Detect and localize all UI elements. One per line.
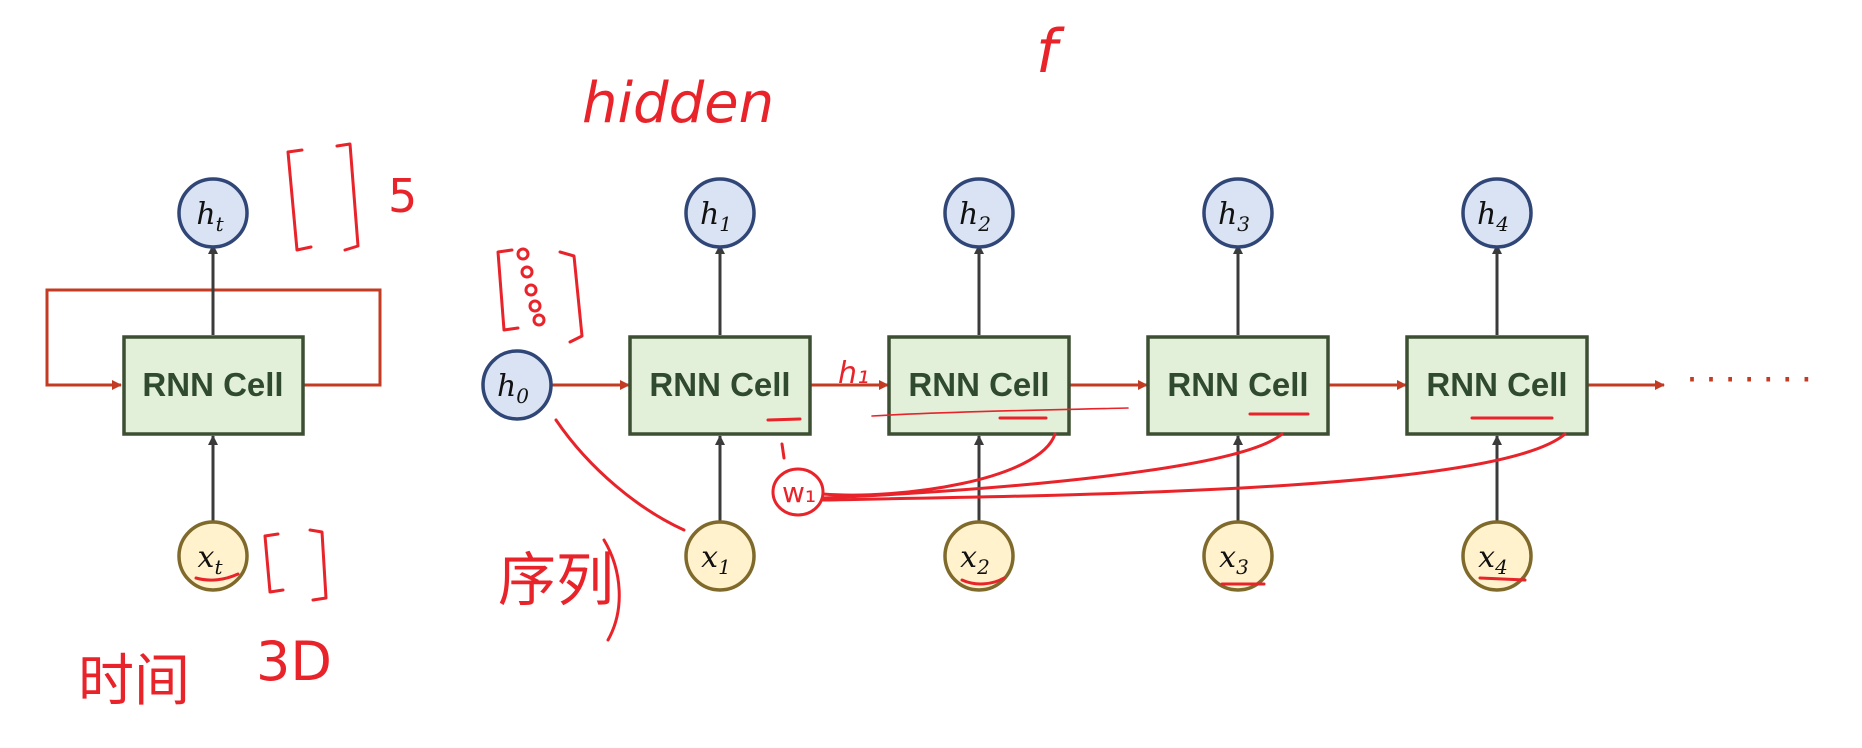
- vector-element-4: [528, 299, 542, 313]
- vector-element-3: [524, 283, 538, 297]
- hidden-node-h2: [943, 177, 1015, 249]
- h3-base: h: [1218, 197, 1237, 232]
- vector-bracket-xt: [263, 528, 328, 602]
- x4-label: x4: [1478, 540, 1508, 579]
- h1-arrow-annotation: h₁: [838, 356, 869, 391]
- x2-base: x: [960, 540, 977, 575]
- x1-label: x1: [701, 540, 731, 579]
- three-d-annotation: 3D: [256, 630, 332, 693]
- hidden-var-base: h: [196, 197, 215, 232]
- input-node-x1: [684, 520, 756, 592]
- unrolled-step-4: RNN Cell h4 x4: [1405, 177, 1589, 592]
- rnn-cell-label-1: RNN Cell: [649, 366, 790, 403]
- x2-label: x2: [960, 540, 990, 579]
- timestep-annotation: 时间: [78, 649, 190, 714]
- w1-link-cell4: [821, 432, 1567, 502]
- rnn-cell-box-3: [1146, 335, 1330, 436]
- vector-element-2: [520, 265, 534, 279]
- five-annotation: 5: [388, 169, 417, 223]
- unrolled-step-1: RNN Cell h1 x1: [628, 177, 812, 592]
- h1-base: h: [700, 197, 719, 232]
- input-node-label: xt: [198, 540, 224, 579]
- x4-base: x: [1478, 540, 1495, 575]
- x1-base: x: [701, 540, 718, 575]
- hidden-node-ht: [177, 177, 249, 249]
- rnn-cell-label-3: RNN Cell: [1167, 366, 1308, 403]
- vector-element-1: [516, 247, 530, 261]
- w1-circle: [771, 467, 825, 517]
- h4-sub: 4: [1495, 212, 1509, 236]
- underline-xt: [194, 572, 240, 582]
- hidden-var-sub: t: [216, 212, 225, 236]
- hidden-node-h0: [481, 349, 553, 421]
- unrolled-step-2: RNN Cell h2 x2: [887, 177, 1071, 592]
- h0-label: h0: [497, 369, 529, 408]
- input-var-sub: t: [214, 555, 223, 579]
- underline-cell-1: [766, 417, 802, 422]
- rnn-cell-label-2: RNN Cell: [908, 366, 1049, 403]
- rnn-cell-label: RNN Cell: [142, 366, 283, 403]
- x3-sub: 3: [1236, 555, 1249, 579]
- x3-label: x3: [1219, 540, 1249, 579]
- h4-label: h4: [1477, 197, 1509, 236]
- w1-annotation: w₁: [782, 476, 816, 509]
- h3-sub: 3: [1237, 212, 1250, 236]
- vector-bracket-h0: [496, 248, 584, 344]
- hidden-annotation: hidden: [582, 71, 774, 136]
- input-node-x4: [1461, 520, 1533, 592]
- vector-element-5: [532, 313, 546, 327]
- unrolled-step-3: RNN Cell h3 x3: [1146, 177, 1330, 592]
- x3-base: x: [1219, 540, 1236, 575]
- rnn-cell-box: [122, 335, 305, 436]
- hidden-node-h4: [1461, 177, 1533, 249]
- input-node-xt: [177, 520, 249, 592]
- x4-sub: 4: [1494, 555, 1508, 579]
- h0-sub: 0: [516, 384, 529, 408]
- link-h0-x1: [554, 418, 686, 532]
- underline-x2: [960, 576, 1006, 586]
- f-annotation: f: [1036, 17, 1065, 87]
- handwritten-annotations: hidden f 5 时间 3D 序列: [78, 17, 1567, 714]
- unrolled-rnn: ······· h0 RNN Cell h1 x1 RNN Cell: [481, 177, 1816, 592]
- h2-base: h: [959, 197, 978, 232]
- hidden-node-h3: [1202, 177, 1274, 249]
- folded-rnn: RNN Cell ht xt: [45, 177, 382, 592]
- continuation-dots: ·······: [1683, 363, 1816, 398]
- input-node-x3: [1202, 520, 1274, 592]
- h3-label: h3: [1218, 197, 1250, 236]
- rnn-cell-label-4: RNN Cell: [1426, 366, 1567, 403]
- h1-sub: 1: [719, 212, 732, 236]
- h1-label: h1: [700, 197, 732, 236]
- h0-base: h: [497, 369, 516, 404]
- w1-link-cell3: [821, 432, 1284, 500]
- sequence-annotation: 序列: [498, 546, 614, 614]
- vector-bracket-ht: [286, 142, 360, 252]
- h2-label: h2: [959, 197, 991, 236]
- rnn-cell-box-1: [628, 335, 812, 436]
- hidden-node-h1: [684, 177, 756, 249]
- strike-line-cell-2: [871, 407, 1129, 417]
- h4-base: h: [1477, 197, 1496, 232]
- w1-tick: [780, 442, 786, 460]
- underline-x4: [1478, 576, 1527, 582]
- hidden-node-label: ht: [196, 197, 224, 236]
- x1-sub: 1: [718, 555, 731, 579]
- input-node-x2: [943, 520, 1015, 592]
- h2-sub: 2: [977, 212, 991, 236]
- x2-sub: 2: [976, 555, 990, 579]
- sequence-bracket: [602, 538, 621, 642]
- input-var-base: x: [198, 540, 215, 575]
